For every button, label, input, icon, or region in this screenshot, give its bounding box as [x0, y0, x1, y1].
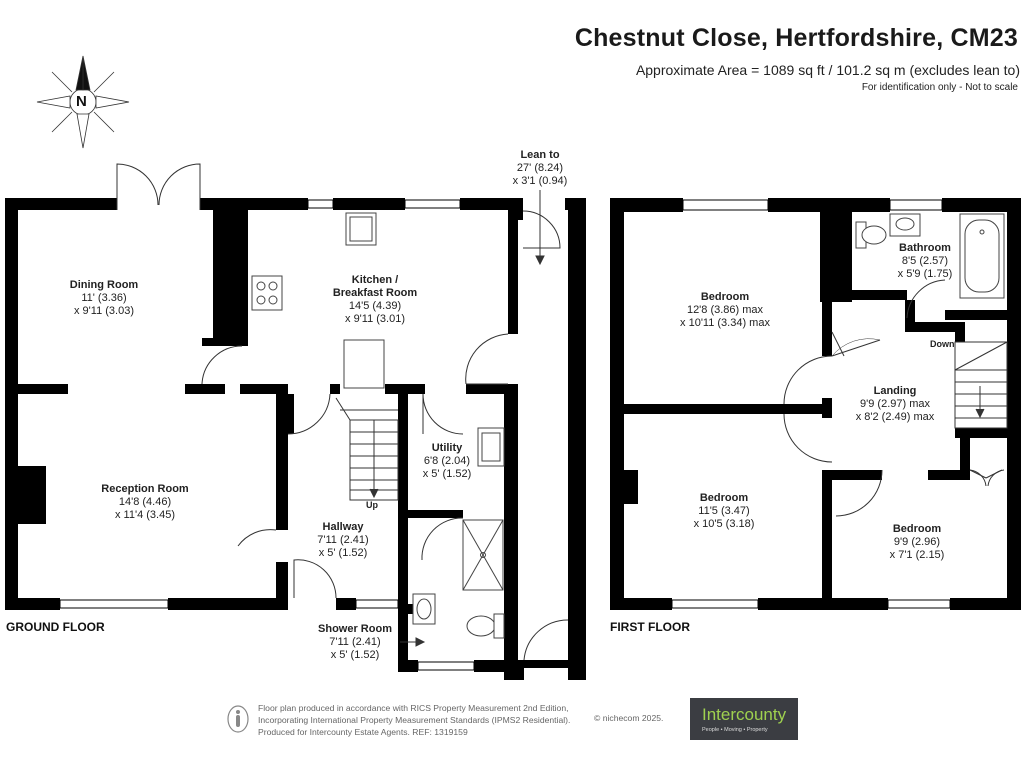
- footer-line: Floor plan produced in accordance with R…: [258, 703, 569, 713]
- room-hallway: Hallway 7'11 (2.41) x 5' (1.52): [317, 521, 368, 560]
- person-icon: [227, 705, 249, 733]
- room-dimension: x 10'5 (3.18): [693, 518, 755, 530]
- first-floor-doors: [783, 279, 1005, 517]
- room-name: Kitchen /: [351, 274, 399, 286]
- stairs-up-label: Up: [366, 500, 378, 510]
- room-dimension: 9'9 (2.96): [893, 536, 941, 548]
- room-dimension: x 5' (1.52): [422, 468, 472, 480]
- room-name: Shower Room: [318, 623, 392, 635]
- room-bedroom-2: Bedroom 11'5 (3.47) x 10'5 (3.18): [694, 492, 755, 531]
- room-lean-to: Lean to 27' (8.24) x 3'1 (0.94): [513, 149, 568, 188]
- room-name: Bedroom: [699, 492, 749, 504]
- room-name: Reception Room: [101, 483, 189, 495]
- room-dimension: x 3'1 (0.94): [512, 175, 568, 187]
- room-dimension: 7'11 (2.41): [329, 636, 381, 648]
- room-dimension: 8'5 (2.57): [901, 255, 949, 267]
- lean-to-arrow: [400, 190, 545, 647]
- room-name: Utility: [431, 442, 463, 454]
- room-dimension: x 10'11 (3.34) max: [680, 317, 770, 329]
- intercounty-logo: Intercounty People • Moving • Property: [690, 698, 798, 740]
- room-dimension: 9'9 (2.97) max: [860, 398, 930, 410]
- stairs-down-label: Down: [930, 339, 955, 349]
- footer-line: Incorporating International Property Mea…: [258, 715, 571, 725]
- room-dimension: x 9'11 (3.01): [345, 313, 405, 325]
- room-dimension: x 9'11 (3.03): [74, 305, 134, 317]
- room-dimension: x 11'4 (3.45): [115, 509, 175, 521]
- room-dimension: x 8'2 (2.49) max: [855, 411, 935, 423]
- room-landing: Landing 9'9 (2.97) max x 8'2 (2.49) max: [856, 385, 935, 424]
- room-dimension: 27' (8.24): [516, 162, 564, 174]
- room-kitchen: Kitchen / Breakfast Room 14'5 (4.39) x 9…: [333, 274, 417, 326]
- room-dimension: 11'5 (3.47): [698, 505, 750, 517]
- first-floor-stairs: [954, 341, 1008, 429]
- room-name: Landing: [873, 385, 917, 397]
- room-name: Breakfast Room: [332, 287, 418, 299]
- approximate-area: Approximate Area = 1089 sq ft / 101.2 sq…: [635, 62, 1020, 78]
- room-dimension: x 5' (1.52): [318, 547, 368, 559]
- ground-floor-stairs: [335, 397, 399, 501]
- ground-floor-windows: [59, 199, 475, 671]
- room-bedroom-1: Bedroom 12'8 (3.86) max x 10'11 (3.34) m…: [680, 291, 770, 330]
- footer-disclaimer: Floor plan produced in accordance with R…: [258, 702, 570, 738]
- room-name: Bedroom: [700, 291, 750, 303]
- room-name: Bedroom: [892, 523, 942, 535]
- room-dimension: x 5'9 (1.75): [897, 268, 953, 280]
- copyright: © nichecom 2025.: [594, 713, 664, 723]
- room-name: Hallway: [322, 521, 364, 533]
- first-floor-windows: [671, 199, 951, 609]
- first-floor-walls: [610, 198, 1021, 610]
- room-name: Bathroom: [899, 242, 951, 254]
- room-name: Lean to: [520, 149, 560, 161]
- ground-floor-label: GROUND FLOOR: [6, 620, 105, 634]
- room-dimension: 14'5 (4.39): [348, 300, 402, 312]
- room-dimension: 14'8 (4.46): [118, 496, 172, 508]
- room-dimension: x 5' (1.52): [330, 649, 380, 661]
- ground-floor-walls: [5, 198, 586, 680]
- first-floor-label: FIRST FLOOR: [610, 620, 690, 634]
- ground-floor-fixtures: [251, 212, 505, 639]
- room-dimension: 7'11 (2.41): [317, 534, 369, 546]
- room-dimension: x 7'1 (2.15): [889, 549, 945, 561]
- room-dimension: 6'8 (2.04): [423, 455, 471, 467]
- logo-tagline: People • Moving • Property: [702, 727, 768, 733]
- room-shower: Shower Room 7'11 (2.41) x 5' (1.52): [318, 623, 392, 662]
- room-dimension: 12'8 (3.86) max: [686, 304, 764, 316]
- room-dimension: 11' (3.36): [81, 292, 127, 304]
- room-reception: Reception Room 14'8 (4.46) x 11'4 (3.45): [101, 483, 188, 522]
- identification-note: For identification only - Not to scale: [861, 82, 1018, 93]
- page-title: Chestnut Close, Hertfordshire, CM23: [574, 24, 1018, 52]
- room-utility: Utility 6'8 (2.04) x 5' (1.52): [423, 442, 472, 481]
- room-bathroom: Bathroom 8'5 (2.57) x 5'9 (1.75): [898, 242, 953, 281]
- room-bedroom-3: Bedroom 9'9 (2.96) x 7'1 (2.15): [890, 523, 945, 562]
- room-name: Dining Room: [69, 279, 139, 291]
- compass-rose: [36, 55, 130, 149]
- ground-floor-doors: [116, 163, 569, 661]
- footer-line: Produced for Intercounty Estate Agents. …: [258, 727, 468, 737]
- room-dining: Dining Room 11' (3.36) x 9'11 (3.03): [70, 279, 138, 318]
- first-floor-fixtures: [855, 213, 1005, 299]
- logo-text: Intercounty: [702, 705, 787, 724]
- compass-north-letter: N: [76, 93, 87, 110]
